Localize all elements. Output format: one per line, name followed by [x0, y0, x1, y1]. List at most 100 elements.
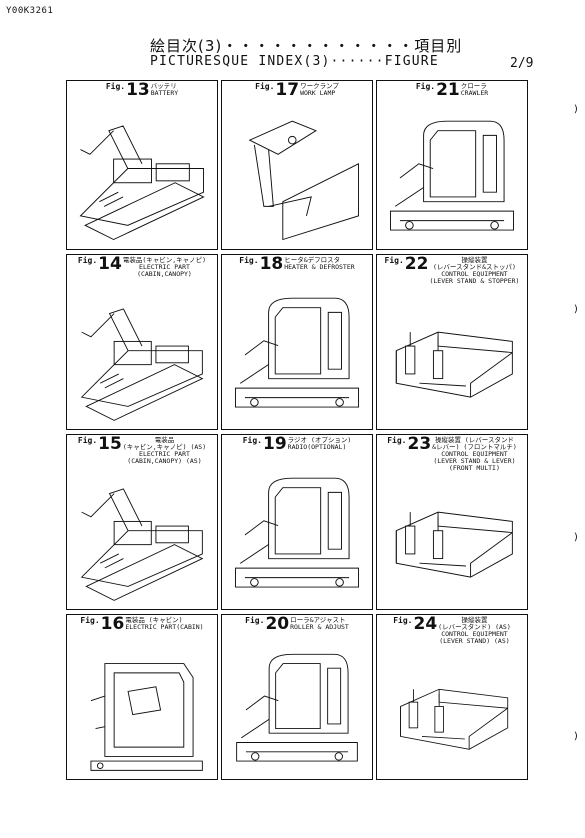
figure-number: 24: [413, 614, 438, 634]
figure-title: 電装品(キャビン,キャノピ) (AS)ELECTRIC PART(CABIN,C…: [123, 437, 206, 465]
figure-title-line: CRAWLER: [460, 89, 489, 97]
figure-label: Fig.: [245, 616, 265, 625]
page-title-en: PICTURESQUE INDEX(3)······FIGURE: [150, 54, 439, 69]
figure-title: 操縦装置 (レバースタンド&レバー) (フロントマルチ)CONTROL EQUI…: [432, 437, 517, 472]
figure-title-line: (FRONT MULTI): [449, 464, 500, 472]
figure-illustration: [381, 475, 523, 605]
figure-illustration: [71, 111, 213, 245]
figure-label: Fig.: [239, 256, 259, 265]
margin-mark: ): [572, 104, 579, 115]
figure-title-line: ローラ&アジャスト: [290, 616, 346, 624]
figure-number: 20: [265, 614, 290, 634]
figure-illustration: [226, 285, 368, 425]
figure-illustration: [71, 295, 213, 425]
figure-number: 21: [436, 80, 460, 100]
figure-title-line: CONTROL EQUIPMENT: [441, 450, 508, 458]
page-title-jp: 絵目次(3)・・・・・・・・・・・・項目別: [150, 37, 463, 55]
margin-mark: ): [572, 304, 579, 315]
figure-illustration: [381, 655, 523, 775]
figure-title-line: (LEVER STAND & LEVER): [433, 457, 516, 465]
figure-title-line: CONTROL EQUIPMENT: [441, 630, 508, 638]
figure-label: Fig.: [80, 616, 100, 625]
figure-title-line: バッテリ: [150, 82, 177, 90]
document-id: Y00K3261: [6, 6, 54, 16]
figure-title-line: (キャビン,キャノピ) (AS): [122, 443, 207, 451]
figure-label: Fig.: [387, 436, 407, 445]
figure-title-line: ELECTRIC PART(CABIN): [125, 623, 204, 631]
figure-number: 23: [407, 434, 432, 454]
figure-illustration: [226, 645, 368, 775]
figure-illustration: [226, 465, 368, 605]
figure-title-line: 電装品(キャビン,キャノピ): [122, 256, 207, 264]
figure-title-line: (LEVER STAND) (AS): [439, 637, 510, 645]
figure-label: Fig.: [393, 616, 413, 625]
figure-title-line: 電装品 (キャビン): [125, 616, 183, 624]
figure-title-line: (LEVER STAND & STOPPER): [429, 277, 520, 285]
figure-title-line: RADIO(OPTIONAL): [287, 443, 347, 451]
figure-title-line: WORK LAMP: [300, 89, 336, 97]
figure-title: 電装品(キャビン,キャノピ)ELECTRIC PART(CABIN,CANOPY…: [123, 257, 206, 278]
figure-title-line: ROLLER & ADJUST: [290, 623, 349, 631]
figure-illustration: [71, 645, 213, 775]
figure-title-line: 操縦装置: [461, 256, 488, 264]
figure-label: Fig.: [242, 436, 262, 445]
margin-mark: ): [572, 532, 579, 543]
figure-illustration: [71, 475, 213, 605]
figure-number: 16: [100, 614, 125, 634]
figure-title-line: BATTERY: [150, 89, 179, 97]
figure-illustration: [226, 111, 368, 245]
figure-title-line: ワークランプ: [300, 82, 339, 90]
figure-title-line: ヒータ&デフロスタ: [284, 256, 341, 264]
figure-title: 操縦装置(レバースタンド&ストッパ)CONTROL EQUIPMENT(LEVE…: [429, 257, 519, 285]
figure-number: 13: [126, 80, 150, 100]
margin-mark: ): [572, 731, 579, 742]
figure-label: Fig.: [77, 436, 98, 445]
figure-number: 17: [275, 80, 300, 100]
figure-title-line: HEATER & DEFROSTER: [284, 263, 355, 271]
figure-number: 15: [98, 434, 122, 454]
figure-title-line: CONTROL EQUIPMENT: [441, 270, 508, 278]
figure-title: 操縦装置(レバースタンド) (AS)CONTROL EQUIPMENT(LEVE…: [438, 617, 511, 645]
figure-title-line: (レバースタンド&ストッパ): [433, 263, 516, 271]
figure-title-line: (CABIN,CANOPY): [137, 270, 192, 278]
figure-title-line: 操縦装置 (レバースタンド: [434, 436, 514, 444]
figure-label: Fig.: [255, 82, 275, 91]
figure-title-line: ラジオ (オプション): [287, 436, 352, 444]
figure-number: 14: [98, 254, 122, 274]
figure-number: 18: [259, 254, 284, 274]
figure-title: ラジオ (オプション)RADIO(OPTIONAL): [288, 437, 352, 451]
figure-title-line: 電装品: [154, 436, 175, 444]
figure-number: 22: [404, 254, 429, 274]
figure-title-line: (レバースタンド) (AS): [438, 623, 511, 631]
figure-illustration: [381, 295, 523, 425]
figure-title-line: ELECTRIC PART: [139, 450, 190, 458]
figure-label: Fig.: [105, 82, 126, 91]
